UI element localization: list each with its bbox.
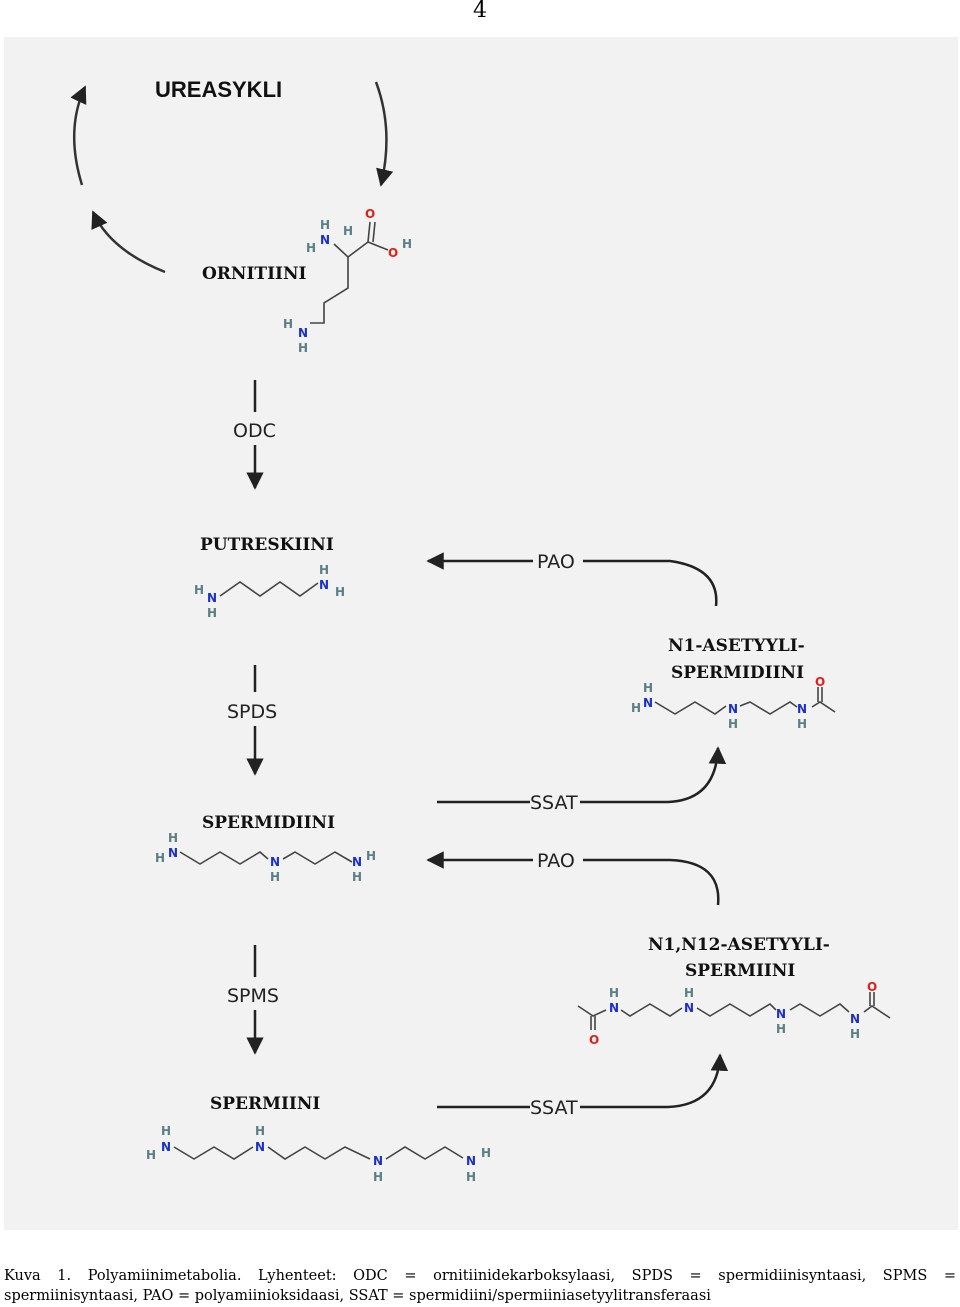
svg-text:N: N (684, 1001, 694, 1015)
svg-text:H: H (298, 341, 308, 355)
n1-acetylspermidine-label-1: N1-ASETYYLI- (668, 636, 805, 656)
figure-caption: Kuva 1. Polyamiinimetabolia. Lyhenteet: … (4, 1268, 956, 1304)
n1-acetylspermidine-molecule: N1-ASETYYLI- SPERMIDIINI H N H N H N H O (631, 636, 836, 731)
urea-cycle-label: UREASYKLI (155, 77, 282, 102)
putrescine-molecule: PUTRESKIINI H N H H N H (194, 535, 345, 620)
putrescine-label: PUTRESKIINI (200, 535, 334, 555)
svg-text:N: N (728, 702, 738, 716)
svg-text:N: N (776, 1007, 786, 1021)
svg-text:N: N (373, 1154, 383, 1168)
ssat-label-1: SSAT (530, 792, 578, 814)
ornithine-label: ORNITIINI (202, 264, 307, 284)
spds-step: SPDS (227, 665, 277, 776)
svg-text:O: O (388, 246, 398, 260)
svg-text:H: H (161, 1124, 171, 1138)
svg-text:H: H (320, 218, 330, 232)
spermine-label: SPERMIINI (210, 1094, 320, 1114)
spermine-molecule: SPERMIINI H N H H N N H N H H (146, 1094, 491, 1184)
spms-label: SPMS (227, 985, 279, 1007)
svg-text:N: N (352, 855, 362, 869)
svg-text:H: H (283, 317, 293, 331)
svg-text:N: N (255, 1140, 265, 1154)
svg-text:H: H (850, 1027, 860, 1041)
svg-text:H: H (728, 717, 738, 731)
svg-text:O: O (365, 207, 375, 221)
svg-text:N: N (609, 1001, 619, 1015)
svg-text:H: H (373, 1170, 383, 1184)
svg-text:H: H (168, 831, 178, 845)
urea-cycle-arrow-top (70, 85, 87, 186)
svg-text:O: O (867, 980, 877, 994)
n1n12-acetylspermine-molecule: N1,N12-ASETYYLI- SPERMIINI H N O H N N H… (577, 935, 891, 1047)
odc-step: ODC (233, 380, 276, 490)
svg-text:N: N (168, 846, 178, 860)
svg-text:H: H (631, 701, 641, 715)
svg-text:H: H (343, 224, 353, 238)
svg-text:N: N (466, 1154, 476, 1168)
odc-label: ODC (233, 420, 276, 442)
ssat-label-2: SSAT (530, 1097, 578, 1119)
svg-text:H: H (352, 870, 362, 884)
svg-text:H: H (466, 1170, 476, 1184)
svg-text:H: H (776, 1022, 786, 1036)
svg-text:H: H (797, 717, 807, 731)
n1n12-acetylspermine-label-1: N1,N12-ASETYYLI- (648, 935, 830, 955)
pao-step-1: PAO (426, 551, 718, 607)
polyamine-metabolism-figure (4, 37, 958, 1230)
svg-text:H: H (146, 1148, 156, 1162)
svg-text:H: H (207, 606, 217, 620)
ssat-step-2: SSAT (437, 1053, 729, 1119)
svg-text:H: H (255, 1124, 265, 1138)
spermidine-molecule: SPERMIDIINI H N H N H N H H (155, 813, 376, 884)
svg-text:N: N (850, 1012, 860, 1026)
svg-text:H: H (402, 237, 412, 251)
svg-text:O: O (589, 1033, 599, 1047)
svg-text:H: H (155, 851, 165, 865)
svg-text:H: H (481, 1146, 491, 1160)
pao-step-2: PAO (426, 850, 720, 906)
page-number: 4 (473, 0, 487, 23)
svg-text:H: H (319, 563, 329, 577)
pao-label-1: PAO (537, 551, 575, 573)
svg-text:O: O (815, 675, 825, 689)
spds-label: SPDS (227, 701, 277, 723)
spermidine-label: SPERMIDIINI (202, 813, 335, 833)
svg-text:N: N (207, 591, 217, 605)
pao-label-2: PAO (537, 850, 575, 872)
svg-text:N: N (320, 233, 330, 247)
svg-text:N: N (298, 326, 308, 340)
svg-text:N: N (797, 702, 807, 716)
svg-text:H: H (270, 870, 280, 884)
ssat-step-1: SSAT (437, 746, 727, 814)
urea-cycle: UREASYKLI (70, 77, 394, 274)
svg-text:H: H (194, 583, 204, 597)
svg-text:H: H (609, 986, 619, 1000)
svg-text:H: H (366, 849, 376, 863)
urea-cycle-arrow-left (91, 210, 166, 274)
ornithine-molecule: ORNITIINI H N H H O O H H N H (202, 207, 412, 355)
pathway-diagram: UREASYKLI ORNITIINI H N H H O O H H N H … (70, 77, 891, 1184)
svg-text:H: H (684, 986, 694, 1000)
svg-text:N: N (319, 578, 329, 592)
n1n12-acetylspermine-label-2: SPERMIINI (685, 961, 795, 981)
svg-text:H: H (643, 681, 653, 695)
n1-acetylspermidine-label-2: SPERMIDIINI (671, 663, 804, 683)
svg-text:H: H (306, 241, 316, 255)
spms-step: SPMS (227, 945, 279, 1055)
svg-text:H: H (335, 585, 345, 599)
svg-text:N: N (270, 855, 280, 869)
svg-text:N: N (643, 696, 653, 710)
svg-text:N: N (161, 1140, 171, 1154)
urea-cycle-arrow-right (374, 81, 394, 187)
